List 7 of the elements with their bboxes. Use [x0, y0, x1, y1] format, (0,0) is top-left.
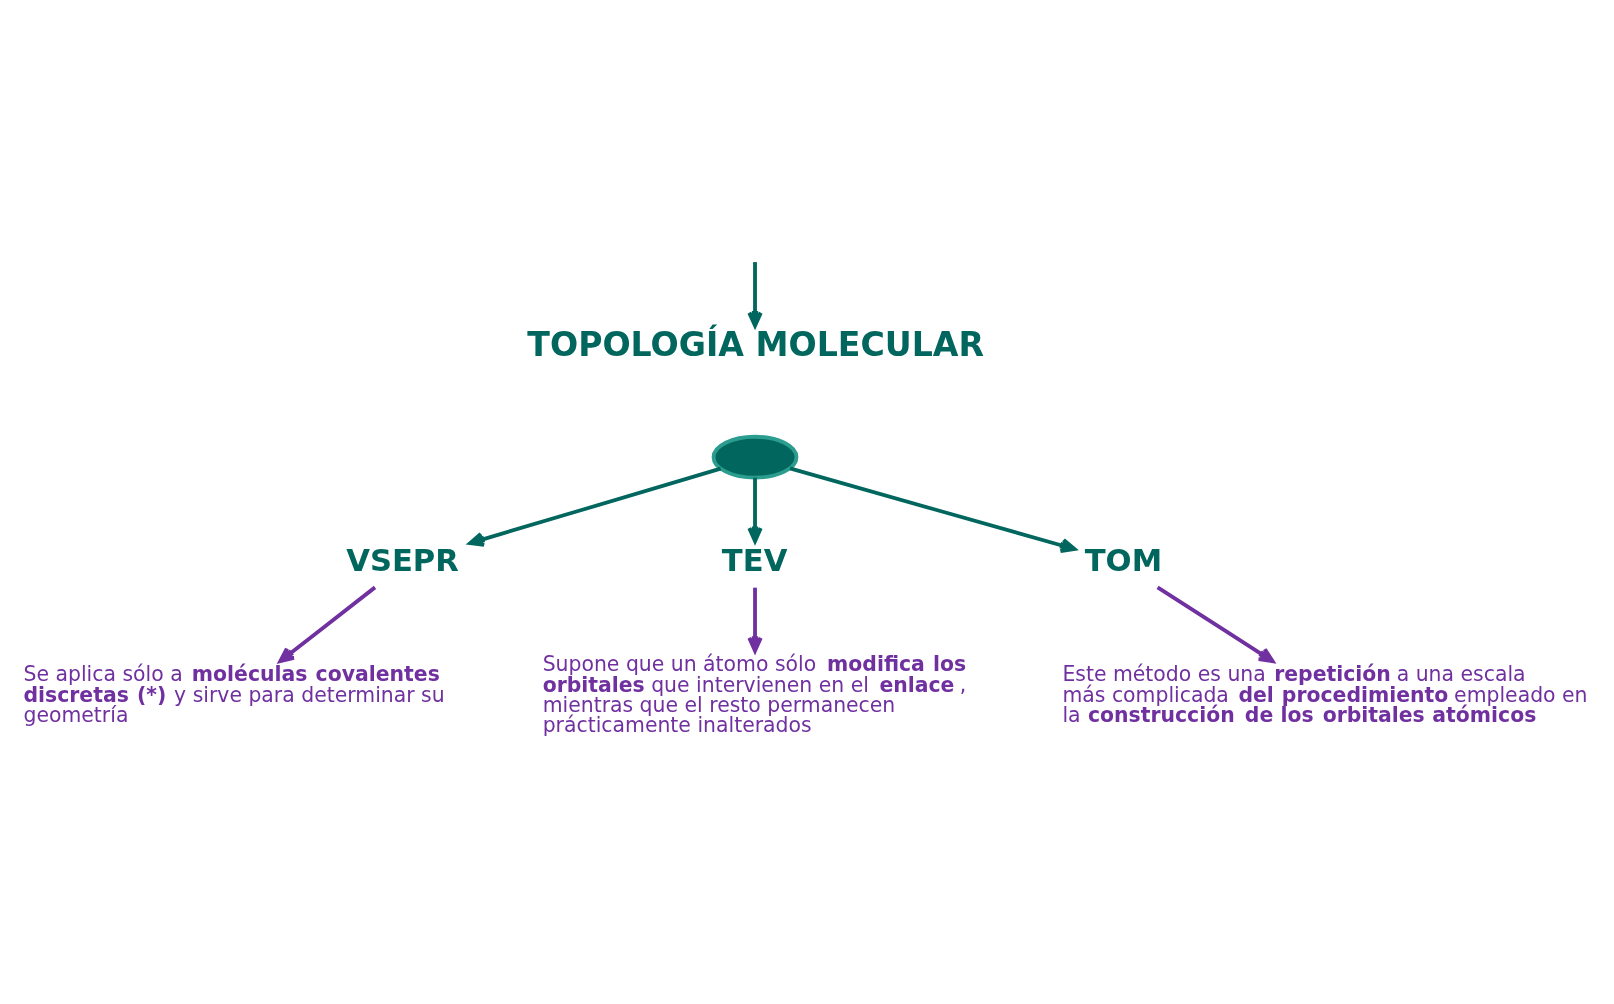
- node-text: VSEPR: [346, 542, 459, 578]
- node-text: TOM: [1084, 542, 1163, 578]
- node-text: TEV: [721, 542, 788, 578]
- node-text: Este método es una repetición a una escala más complicada del procedimiento empleado en la construcción de los orbitales atómicos: [1062, 662, 1588, 728]
- node-text: Se aplica sólo a moléculas covalentes discretas (*) y sirve para determinar su geometría: [23, 662, 445, 728]
- node-text: Supone que un átomo sólo modifica los orbitales que intervienen en el enlace, mientras que el resto permanecen prácticamente inalterados: [542, 652, 967, 738]
- node-text: TOPOLOGÍA MOLECULAR: [527, 325, 985, 365]
